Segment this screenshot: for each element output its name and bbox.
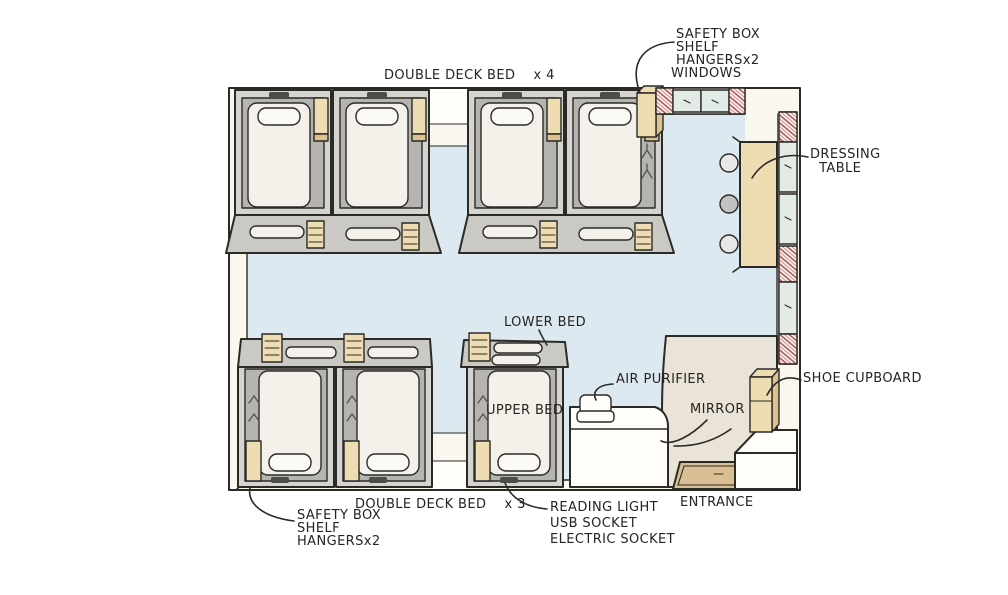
leader-reading-light: [504, 482, 548, 510]
curtain: [778, 111, 798, 143]
lower-bed-mattress: [578, 227, 634, 241]
window-pane: [778, 281, 798, 335]
glass-glint: [784, 164, 792, 309]
dressing-table: [732, 136, 778, 273]
lower-bed-mattress: [345, 227, 401, 241]
wall-corner-patch: [745, 112, 777, 142]
label-mirror: MIRROR: [690, 402, 745, 417]
glass-glint: [683, 99, 719, 104]
low-wall: [569, 406, 669, 488]
air-purifier: [576, 394, 615, 423]
bed-block-bottom-middle: [460, 332, 569, 488]
leader-mirror: [660, 419, 708, 444]
leader-dressing-table: [751, 154, 809, 179]
label-lower-bed: LOWER BED: [504, 315, 586, 330]
label-safety-box-bottom: SAFETY BOX SHELF HANGERSx2: [297, 508, 382, 549]
lower-bed-mattress: [482, 225, 538, 239]
label-double-deck-bed-bottom: DOUBLE DECK BED x 3: [355, 497, 526, 512]
curtain: [778, 245, 798, 283]
curtain: [655, 87, 674, 115]
lower-bed-skirt: [458, 214, 675, 254]
double-deck-bed: [332, 89, 430, 216]
bottom-alcove: [431, 432, 467, 489]
leader-safety-box-bottom: [248, 487, 295, 522]
curtain: [728, 87, 746, 115]
label-upper-bed: UPPER BED: [486, 403, 564, 418]
leader-air-purifier: [593, 383, 614, 401]
entrance-counter: [734, 429, 798, 490]
lower-bed-mattress: [249, 225, 305, 239]
shoe-cupboard: [749, 368, 780, 433]
label-shoe-cupboard: SHOE CUPBOARD: [803, 371, 922, 386]
bed-block-top-right: [458, 85, 675, 254]
bed-block-bottom-left: [237, 333, 433, 488]
top-alcove: [428, 89, 469, 147]
curtain: [778, 333, 798, 365]
leader-shoe-cupboard: [766, 377, 802, 396]
lower-bed-mattress: [491, 354, 541, 366]
double-deck-bed: [234, 89, 332, 216]
stool: [719, 234, 739, 254]
lower-bed-mattress: [493, 342, 543, 354]
label-reading-light: READING LIGHT USB SOCKET ELECTRIC SOCKET: [550, 500, 676, 547]
top-windows: [655, 87, 746, 115]
lower-bed-skirt: [225, 214, 442, 254]
double-deck-bed: [237, 366, 335, 488]
label-double-deck-bed-top: DOUBLE DECK BED x 4: [384, 68, 555, 83]
bed-block-top-left: [225, 89, 442, 254]
lower-bed-mattress: [367, 346, 419, 359]
leader-lines: [248, 41, 809, 522]
label-air-purifier: AIR PURIFIER: [616, 372, 706, 387]
double-deck-bed: [466, 366, 564, 488]
label-entrance: ENTRANCE: [680, 495, 754, 510]
stool: [719, 153, 739, 173]
double-deck-bed: [467, 89, 565, 216]
lower-bed-mattress: [285, 346, 337, 359]
utility-wall: [569, 394, 669, 488]
right-wall-windows: [778, 111, 798, 365]
hanger-hooks-icon: [641, 143, 653, 179]
leader-lower-bed: [538, 329, 548, 346]
label-safety-box-top: SAFETY BOX SHELF HANGERSx2: [676, 27, 761, 68]
label-windows: WINDOWS: [671, 66, 742, 81]
double-deck-bed: [335, 366, 433, 488]
door-swing-arc: [673, 428, 732, 447]
label-dressing-table: DRESSING TABLE: [810, 147, 881, 176]
stool: [719, 194, 739, 214]
leader-safety-box-top: [635, 41, 675, 94]
